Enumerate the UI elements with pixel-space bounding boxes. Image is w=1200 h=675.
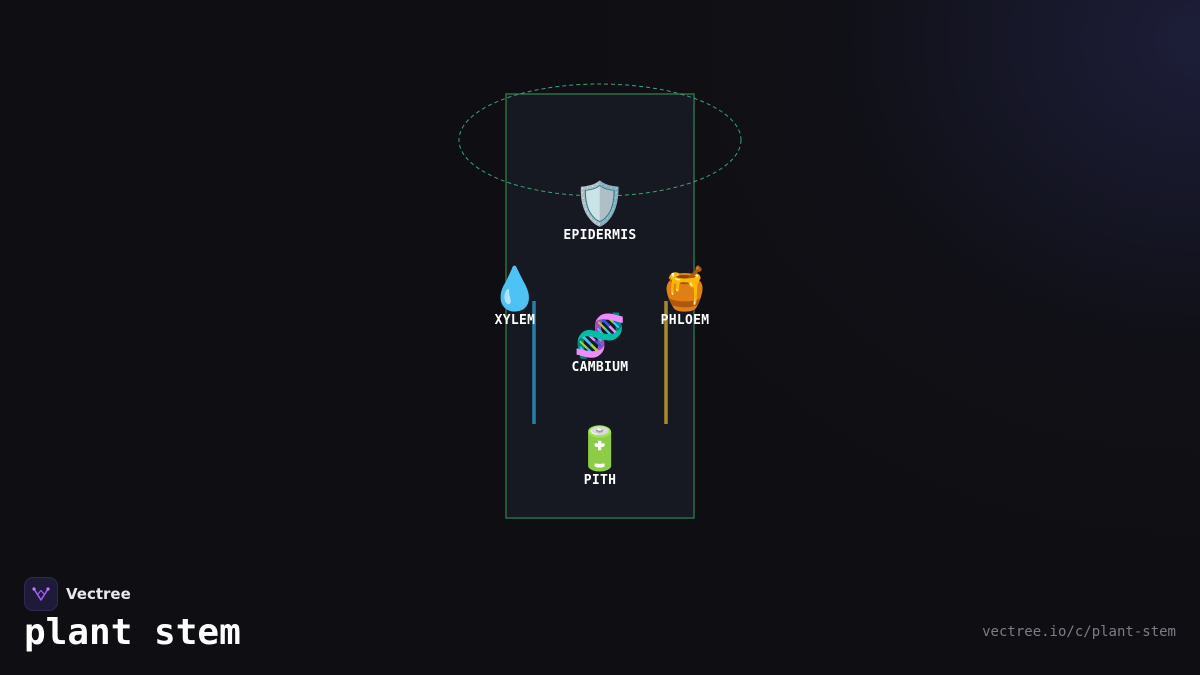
node-pith-label: PITH [583,473,617,488]
water-drop-icon: 💧 [488,264,542,313]
node-phloem-label: PHLOEM [660,313,710,328]
brand[interactable]: Vectree [24,577,131,611]
brand-name: Vectree [66,585,131,603]
battery-icon: 🔋 [573,424,627,473]
stem-top-ellipse [458,83,742,197]
page-title: plant stem [24,612,241,653]
node-cambium[interactable]: 🧬 CAMBIUM [540,311,660,376]
page-url[interactable]: vectree.io/c/plant-stem [982,624,1176,640]
node-pith[interactable]: 🔋 PITH [540,424,660,489]
stem-frame [505,93,695,519]
dna-icon: 🧬 [573,311,627,360]
node-cambium-label: CAMBIUM [571,360,629,375]
node-phloem[interactable]: 🍯 PHLOEM [625,264,745,329]
node-epidermis-label: EPIDERMIS [563,228,637,243]
node-xylem[interactable]: 💧 XYLEM [455,264,575,329]
vectree-logo-icon [24,577,58,611]
honey-pot-icon: 🍯 [658,264,712,313]
node-epidermis[interactable]: 🛡️ EPIDERMIS [540,179,660,244]
shield-icon: 🛡️ [573,179,627,228]
node-xylem-label: XYLEM [494,313,536,328]
